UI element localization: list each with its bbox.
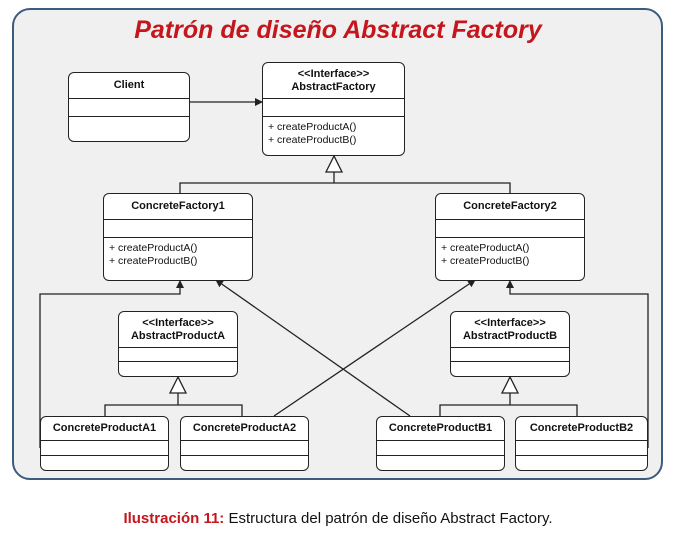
operation: + createProductA() (109, 242, 198, 254)
caption-text: Estructura del patrón de diseño Abstract… (224, 510, 553, 527)
class-name: ConcreteProductA2 (192, 422, 297, 434)
diagram-title: Patrón de diseño Abstract Factory (134, 16, 542, 44)
operation: + createProductA() (268, 121, 357, 133)
class-abstract-product-a: <<Interface>> AbstractProductA (118, 311, 238, 377)
inheritance-triangle-product-a (168, 375, 188, 394)
class-name: ConcreteFactory1 (131, 200, 225, 212)
class-name: AbstractProductA (130, 329, 226, 342)
inheritance-products-a (104, 393, 243, 417)
class-abstract-product-b: <<Interface>> AbstractProductB (450, 311, 570, 377)
class-concrete-product-a1: ConcreteProductA1 (40, 416, 169, 471)
operation: + createProductB() (109, 255, 198, 267)
inheritance-triangle-factory (324, 154, 344, 173)
dependency-b1-factory1 (215, 279, 411, 417)
class-name: AbstractFactory (291, 80, 376, 93)
figure-caption: Ilustración 11: Estructura del patrón de… (0, 510, 676, 527)
operation: + createProductB() (441, 255, 530, 267)
class-concrete-product-a2: ConcreteProductA2 (180, 416, 309, 471)
class-concrete-factory2: ConcreteFactory2 + createProductA() + cr… (435, 193, 585, 281)
class-name: ConcreteProductB1 (388, 422, 493, 434)
class-name: ConcreteProductB2 (529, 422, 634, 434)
inheritance-factories (179, 172, 511, 193)
class-name: AbstractProductB (462, 329, 558, 342)
class-concrete-factory1: ConcreteFactory1 + createProductA() + cr… (103, 193, 253, 281)
class-concrete-product-b2: ConcreteProductB2 (515, 416, 648, 471)
dependency-a2-factory2 (273, 279, 476, 417)
class-stereotype: <<Interface>> (474, 316, 546, 329)
class-name: ConcreteFactory2 (463, 200, 557, 212)
class-name: ConcreteProductA1 (52, 422, 157, 434)
class-name: Client (113, 79, 145, 91)
operation: + createProductA() (441, 242, 530, 254)
class-abstract-factory: <<Interface>> AbstractFactory + createPr… (262, 62, 405, 156)
class-stereotype: <<Interface>> (297, 67, 370, 80)
class-client: Client (68, 72, 190, 142)
caption-label: Ilustración 11: (123, 510, 225, 527)
dependency-b2-factory2 (506, 280, 649, 448)
inheritance-products-b (439, 393, 578, 417)
class-stereotype: <<Interface>> (142, 316, 214, 329)
inheritance-triangle-product-b (500, 375, 520, 394)
dependency-a1-factory1 (39, 280, 184, 448)
operation: + createProductB() (268, 134, 357, 146)
class-concrete-product-b1: ConcreteProductB1 (376, 416, 505, 471)
